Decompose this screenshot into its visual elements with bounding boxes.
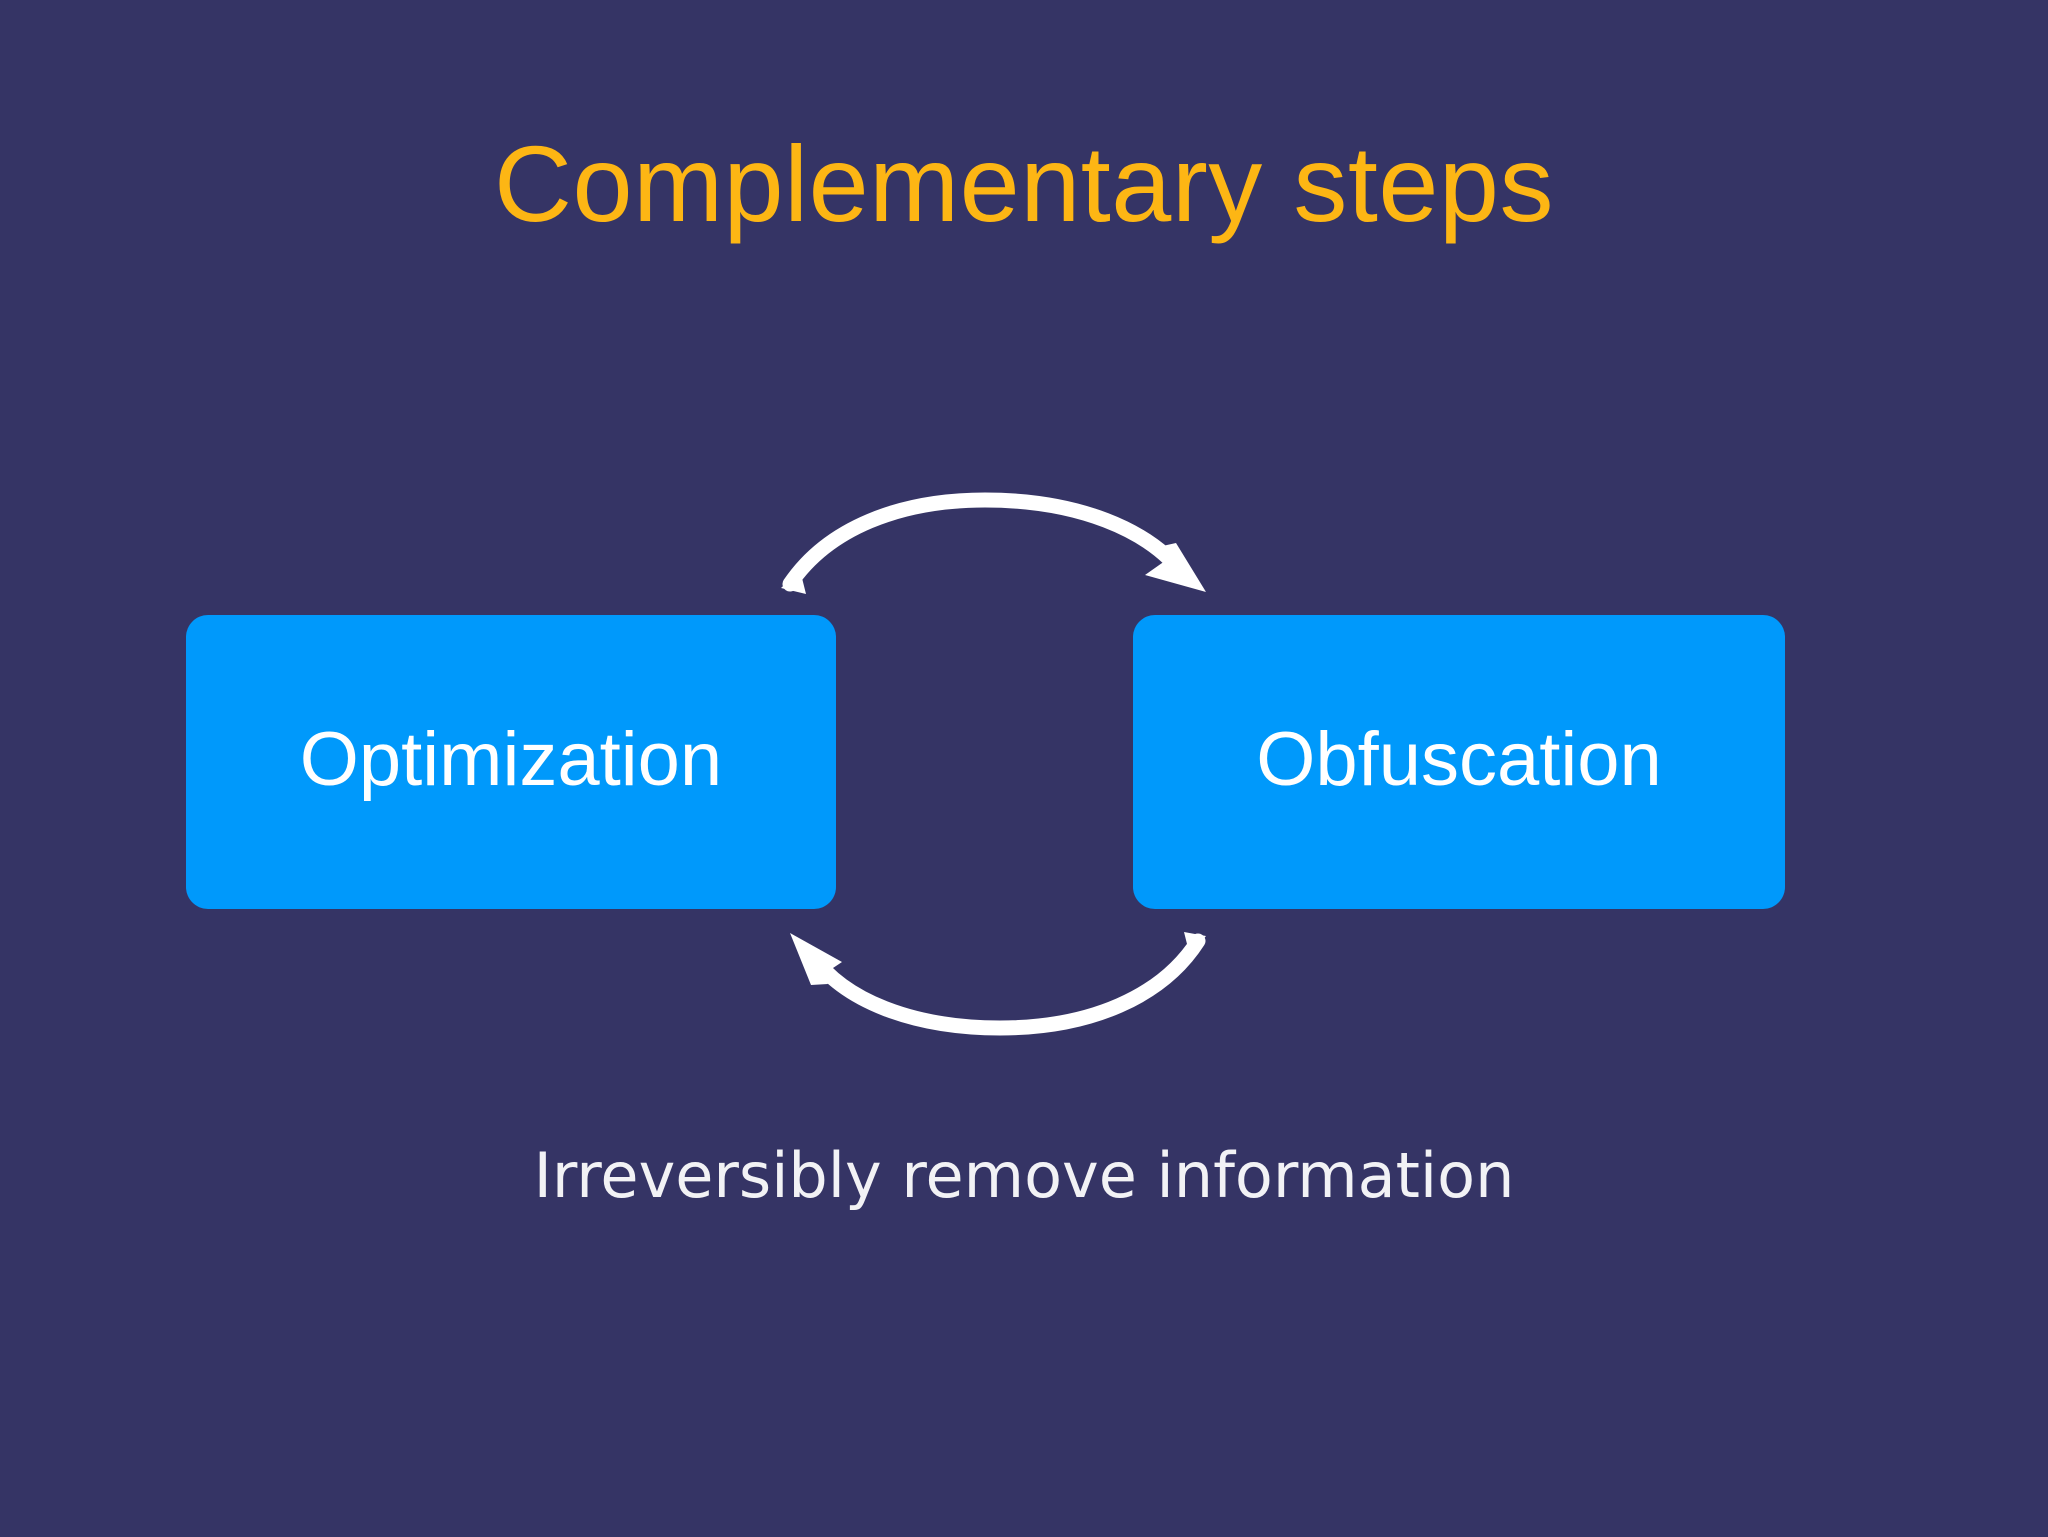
page-title: Complementary steps — [494, 123, 1554, 244]
top-arrow-icon — [781, 492, 1206, 594]
step-box-obfuscation-label: Obfuscation — [1256, 717, 1662, 802]
step-box-optimization[interactable]: Optimization — [186, 615, 836, 909]
step-box-obfuscation[interactable]: Obfuscation — [1133, 615, 1785, 909]
caption-text: Irreversibly remove information — [533, 1139, 1515, 1212]
bottom-arrow-icon — [790, 932, 1206, 1036]
step-box-optimization-label: Optimization — [299, 717, 723, 802]
